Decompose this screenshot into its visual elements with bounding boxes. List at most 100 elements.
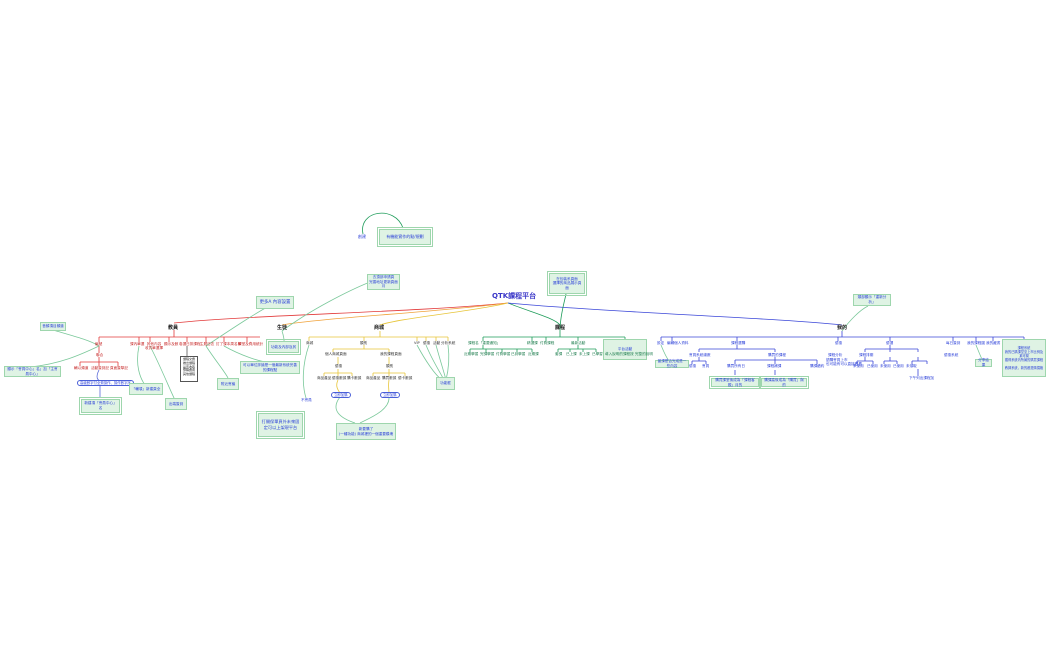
branch-product[interactable]: 商城 — [374, 325, 385, 331]
staff-item[interactable]: 其他內容 收貨單選擇 — [145, 342, 163, 351]
product-level4[interactable]: 購買數據 — [382, 376, 397, 380]
product-item[interactable]: 活動 — [433, 341, 441, 345]
mine-note[interactable]: 分享結果 — [975, 358, 992, 367]
course-level2b[interactable]: 已上課 — [566, 352, 577, 356]
mine-note[interactable]: 購買課堂後成為「課程客觀」月的 — [709, 376, 761, 389]
product-level2[interactable]: 個人商城頁面 — [325, 352, 347, 356]
mine-level2[interactable]: 會員系統總數 — [689, 353, 711, 357]
course-level2[interactable]: 近期課 — [528, 352, 539, 356]
note-staff-top[interactable]: 更多A 內容設置 — [256, 296, 294, 309]
staff-note[interactable]: 新建項「會員中心」名 — [79, 397, 122, 415]
mine-item[interactable]: 我的課程圖 — [967, 341, 985, 345]
course-level2[interactable]: 已到學習 — [511, 352, 526, 356]
product-level4[interactable]: 優卡數據 — [398, 376, 413, 380]
mine-item[interactable]: 優惠 — [835, 341, 843, 345]
product-item[interactable]: 優惠 — [423, 341, 431, 345]
product-level3[interactable]: 類別 — [386, 364, 394, 368]
staff-note[interactable]: 出端簽到 — [165, 398, 187, 410]
course-item[interactable]: 付費課程 — [540, 341, 555, 345]
mine-item[interactable]: 我的藏書 — [986, 341, 1001, 345]
staff-item[interactable]: 顯示及數 — [164, 342, 179, 346]
product-level2[interactable]: 我的課程頁面 — [380, 352, 402, 356]
product-level4[interactable]: 商品產品 — [317, 376, 332, 380]
note-course-top[interactable]: 在包裝系頁面 選擇的商品展示頁面 — [547, 271, 587, 296]
course-level2[interactable]: 付費學習 — [496, 352, 511, 356]
course-level2b[interactable]: 未上課 — [579, 352, 590, 356]
mine-level2[interactable]: 購買的課程 — [768, 353, 786, 357]
staff-item[interactable]: 課內單選 — [130, 342, 145, 346]
staff-note[interactable]: 可以單位評論是一個最新系統完善的課程點 — [240, 361, 300, 374]
product-note-left[interactable]: 打開保單頁外未來固定可以上架現平台 — [256, 411, 305, 439]
note-create[interactable]: 有機能實作的點/規劃 — [377, 227, 433, 247]
staff-red-item[interactable]: 輔以頻道 — [74, 366, 89, 370]
mine-level4[interactable]: 未使用 — [880, 364, 891, 368]
course-level2[interactable]: 近期學習 — [464, 352, 479, 356]
staff-red-item[interactable]: 頁面簽擊記 — [110, 366, 128, 370]
staff-item[interactable]: 編號 — [95, 342, 103, 346]
mine-level3[interactable]: 購買所有日 — [727, 364, 745, 368]
product-item[interactable]: 類別 — [360, 341, 368, 345]
mine-level3b[interactable]: 課程排期 — [859, 353, 874, 357]
note-mine-top[interactable]: 頭部顯示「重新分析」 — [853, 294, 891, 306]
mine-item[interactable]: 設定 — [657, 341, 665, 345]
create-label[interactable]: 創建 — [358, 234, 366, 239]
mine-level4[interactable]: 已使用 — [867, 364, 878, 368]
product-note-right[interactable]: 新要購了 (一種功能) 商城裡的一個重要模塊 — [336, 423, 396, 440]
product-item[interactable]: 商城 — [306, 341, 314, 345]
product-level4[interactable]: 優惠數據 — [332, 376, 347, 380]
course-level2b[interactable]: 已學習 — [592, 352, 603, 356]
mine-level3[interactable]: 課程補課 — [767, 364, 782, 368]
course-level2[interactable]: 完課學習 — [480, 352, 495, 356]
mine-note[interactable]: 當課是否完成是一些內容 — [655, 359, 689, 368]
mine-level2[interactable]: 課程分析 — [828, 353, 843, 357]
mine-item[interactable]: 課程選購 — [731, 341, 746, 345]
course-note-body: 導入說明的課程按 完整的說明 — [605, 352, 653, 356]
product-item[interactable]: 分析系統 — [441, 341, 456, 345]
branch-course[interactable]: 課程 — [555, 325, 566, 331]
product-level4[interactable]: 購卡數據 — [347, 376, 362, 380]
mine-level4[interactable]: 下午列出課程加 — [909, 376, 935, 380]
staff-pill[interactable]: 高級數字付全費操作、操作數字序 — [77, 380, 134, 386]
mine-level4[interactable]: 未領取 — [906, 364, 917, 368]
course-item[interactable]: 課程名「重要通知」 — [468, 341, 501, 345]
course-level2b[interactable]: 套課 — [555, 352, 563, 356]
product-side-label[interactable]: 不會員 — [301, 398, 312, 402]
product-pill[interactable]: 立即加購 — [380, 392, 400, 398]
mine-item[interactable]: 編輯個人資料 — [667, 341, 689, 345]
course-item[interactable]: 精選課 — [527, 341, 538, 345]
staff-item[interactable]: 訂了課本周名單 — [216, 342, 242, 346]
mine-item[interactable]: 每日簽到 — [946, 341, 961, 345]
product-note-side[interactable]: 功能框 — [436, 377, 455, 390]
staff-subitem[interactable]: 聯合 — [96, 353, 104, 357]
course-item[interactable]: 最新活動 — [571, 341, 586, 345]
mine-item[interactable]: 優選 — [886, 341, 894, 345]
staff-note[interactable]: 音頻項目頻道 — [40, 322, 66, 331]
note-student-top[interactable]: 去頂部申請頁 完善地址更新頁面月 — [367, 274, 400, 290]
staff-note[interactable]: 「輔項」新建頁全 — [129, 383, 163, 395]
mine-level4[interactable]: 未使用 — [853, 364, 864, 368]
course-note[interactable]: 平台活動 — [603, 339, 647, 360]
branch-mine[interactable]: 我的 — [837, 325, 848, 331]
product-level4[interactable]: 商品產品 — [366, 376, 381, 380]
mine-level4[interactable]: 已使用 — [893, 364, 904, 368]
staff-note[interactable]: 附近會議 — [217, 378, 239, 390]
staff-red-item[interactable]: 活動簽到記 — [91, 366, 109, 370]
mine-level3[interactable]: 會員 — [702, 364, 710, 368]
staff-item[interactable]: 課堂及費用統計 — [238, 342, 264, 346]
staff-item[interactable]: 主題日志 — [200, 342, 215, 346]
product-item[interactable]: VIP — [414, 341, 420, 345]
product-level3[interactable]: 優惠 — [335, 364, 343, 368]
mine-note-course-system[interactable]: 課程系統 我的已購課堂至上市比例及某可關 獲得系統內所屬的購買課程 教師系統，新… — [1002, 339, 1046, 377]
student-note[interactable]: 功能及內部及其 — [266, 339, 301, 355]
product-pill[interactable]: 立即加購 — [331, 392, 351, 398]
mine-level3[interactable]: 購課續約 — [810, 364, 825, 368]
mine-level3[interactable]: 優惠 — [689, 364, 697, 368]
staff-note[interactable]: 顯示「會員中心」名」加「主會員中心」 — [4, 366, 61, 377]
root-title[interactable]: QTK課程平台 — [492, 292, 537, 300]
staff-item[interactable]: 卷選日排課程 — [179, 342, 201, 346]
mine-note[interactable]: 購課高後成為「購買」與的 — [759, 376, 809, 389]
mine-level2[interactable]: 優惠系統 — [944, 353, 959, 357]
branch-student[interactable]: 生徒 — [277, 325, 288, 331]
branch-staff[interactable]: 教員 — [168, 325, 179, 331]
